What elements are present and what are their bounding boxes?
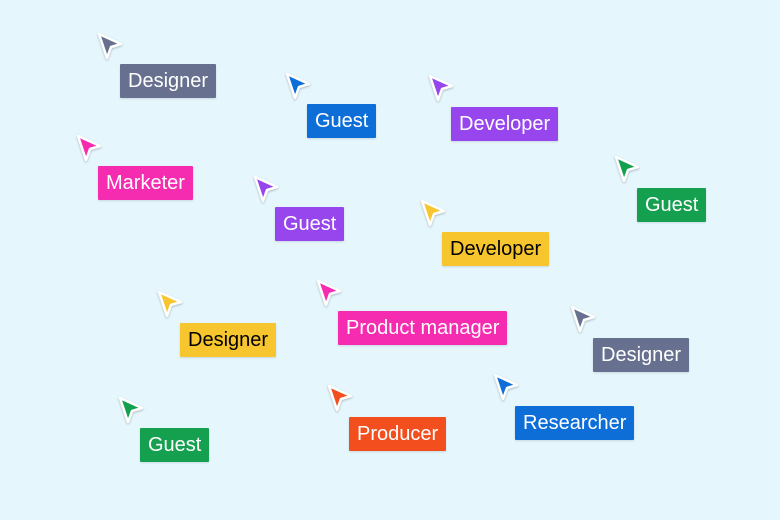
pointer-arrow-icon	[97, 32, 127, 62]
pointer-arrow-icon	[316, 279, 346, 309]
cursor-product-manager-label: Product manager	[338, 311, 508, 345]
pointer-arrow-icon	[570, 305, 600, 335]
cursor-guest-3-label: Guest	[637, 188, 707, 222]
cursor-designer-1-label: Designer	[120, 64, 217, 98]
pointer-arrow-icon	[285, 72, 315, 102]
cursor-guest-2-label: Guest	[275, 207, 345, 241]
cursor-developer-1-label: Developer	[451, 107, 559, 141]
cursor-designer-2-label: Designer	[180, 323, 277, 357]
pointer-arrow-icon	[614, 155, 644, 185]
pointer-arrow-icon	[76, 134, 106, 164]
cursor-developer-2-label: Developer	[442, 232, 550, 266]
pointer-arrow-icon	[253, 175, 283, 205]
cursor-designer-3-label: Designer	[593, 338, 690, 372]
cursor-marketer-label: Marketer	[98, 166, 193, 200]
pointer-arrow-icon	[118, 396, 148, 426]
cursor-guest-4-label: Guest	[140, 428, 210, 462]
pointer-arrow-icon	[157, 290, 187, 320]
cursor-producer-label: Producer	[349, 417, 447, 451]
cursor-guest-1-label: Guest	[307, 104, 377, 138]
pointer-arrow-icon	[420, 199, 450, 229]
pointer-arrow-icon	[428, 74, 458, 104]
pointer-arrow-icon	[493, 373, 523, 403]
cursor-researcher-label: Researcher	[515, 406, 635, 440]
pointer-arrow-icon	[327, 384, 357, 414]
